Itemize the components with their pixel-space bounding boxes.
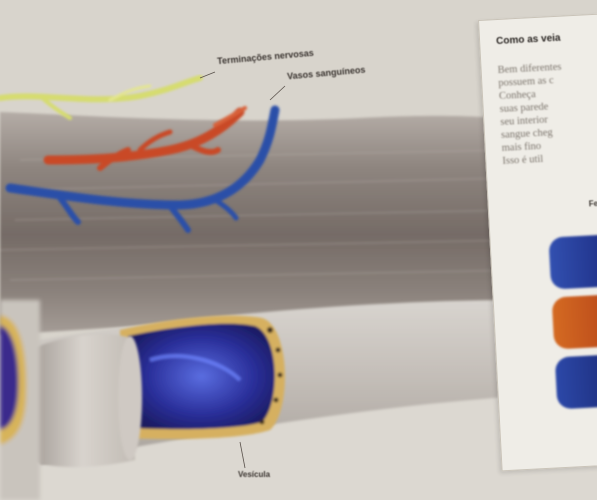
box-title: Como as veia (496, 33, 561, 47)
vein-image-strip (548, 232, 597, 289)
capillary-image-strip (555, 352, 597, 409)
box-subtitle: Fe (589, 199, 597, 208)
vessel-cross-section (120, 316, 285, 439)
artery-image-strip (552, 292, 597, 349)
box-body-text: Bem diferentes possuem as c Conheça suas… (497, 58, 597, 168)
capsule-cylinder (30, 334, 142, 467)
left-page-edge (0, 300, 40, 500)
bottom-label: Vesícula (238, 470, 270, 479)
